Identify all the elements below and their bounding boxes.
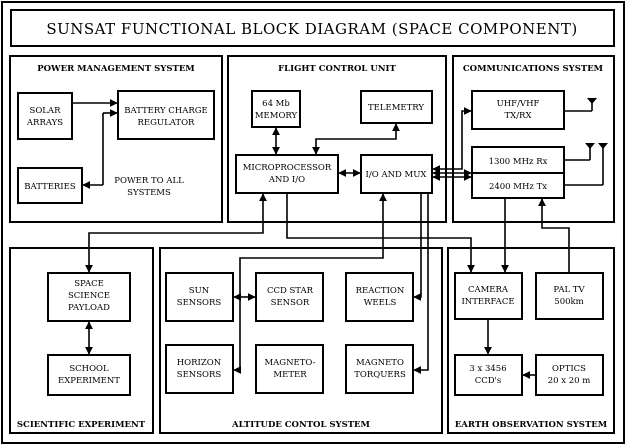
solar-arrays-block: SOLAR ARRAYS: [17, 92, 73, 140]
battery-charge-regulator-block: BATTERY CHARGE REGULATOR: [117, 90, 215, 140]
svg-text:MAGNETO: MAGNETO: [356, 358, 404, 368]
optics-block: OPTICS 20 x 20 m: [535, 354, 604, 396]
io-mux-block: I/O AND MUX: [360, 154, 433, 194]
school-experiment-block: SCHOOL EXPERIMENT: [47, 354, 131, 396]
svg-text:WEELS: WEELS: [364, 298, 397, 308]
svg-text:SENSORS: SENSORS: [177, 298, 222, 308]
svg-text:AND I/O: AND I/O: [268, 175, 305, 185]
svg-text:HORIZON: HORIZON: [177, 358, 222, 368]
svg-text:I/O AND MUX: I/O AND MUX: [366, 170, 428, 180]
flight-control-connections: [272, 107, 472, 181]
svg-text:BATTERY CHARGE: BATTERY CHARGE: [124, 106, 208, 116]
title-box: [10, 9, 615, 47]
diagram-title: SUNSAT FUNCTIONAL BLOCK DIAGRAM (SPACE C…: [46, 20, 577, 38]
pal-tv-block: PAL TV 500km: [535, 272, 604, 320]
power-to-all-systems-label: POWER TO ALL SYSTEMS: [114, 176, 184, 198]
svg-text:PAL TV: PAL TV: [553, 285, 585, 295]
svg-text:PAYLOAD: PAYLOAD: [68, 303, 110, 313]
scientific-experiment-header: SCIENTIFIC EXPERIMENT: [17, 420, 146, 430]
earth-observation-connections: [286, 194, 570, 379]
svg-text:SENSOR: SENSOR: [271, 298, 310, 308]
svg-text:UHF/VHF: UHF/VHF: [497, 99, 540, 109]
magnetotorquers-block: MAGNETO TORQUERS: [345, 344, 414, 394]
ccds-block: 3 x 3456 CCD's: [454, 354, 523, 396]
svg-text:500km: 500km: [554, 297, 583, 307]
attitude-connections: [233, 193, 429, 374]
tx-2400-block: 2400 MHz Tx: [471, 172, 565, 199]
svg-text:3 x 3456: 3 x 3456: [469, 364, 506, 374]
communications-header: COMMUNICATIONS SYSTEM: [463, 64, 604, 74]
svg-text:EXPERIMENT: EXPERIMENT: [58, 376, 120, 386]
horizon-sensors-block: HORIZON SENSORS: [165, 344, 234, 394]
svg-text:SCHOOL: SCHOOL: [69, 364, 109, 374]
antenna-icon: [564, 143, 608, 186]
batteries-block: BATTERIES: [17, 167, 83, 204]
svg-text:MAGNETO-: MAGNETO-: [264, 358, 315, 368]
flight-control-unit-header: FLIGHT CONTROL UNIT: [278, 64, 396, 74]
microprocessor-block: MICROPROCESSOR AND I/O: [235, 154, 339, 194]
svg-text:TORQUERS: TORQUERS: [354, 370, 406, 380]
antenna-icon: [564, 98, 597, 112]
svg-text:POWER TO ALL: POWER TO ALL: [114, 176, 184, 186]
reaction-wheels-block: REACTION WEELS: [345, 272, 414, 322]
svg-text:SOLAR: SOLAR: [30, 106, 62, 116]
svg-text:MEMORY: MEMORY: [255, 111, 298, 121]
svg-text:BATTERIES: BATTERIES: [24, 182, 76, 192]
rx-1300-block: 1300 MHz Rx: [471, 146, 565, 174]
svg-text:TX/RX: TX/RX: [504, 111, 532, 121]
antenna-icon: [564, 143, 595, 161]
sun-sensors-block: SUN SENSORS: [165, 272, 234, 322]
svg-text:REGULATOR: REGULATOR: [138, 118, 196, 128]
svg-text:SPACE: SPACE: [74, 279, 104, 289]
svg-text:SCIENCE: SCIENCE: [68, 291, 110, 301]
svg-text:1300 MHz Rx: 1300 MHz Rx: [489, 157, 548, 167]
svg-text:METER: METER: [273, 370, 307, 380]
svg-text:20 x 20 m: 20 x 20 m: [548, 376, 591, 386]
svg-text:64 Mb: 64 Mb: [262, 99, 290, 109]
memory-block: 64 Mb MEMORY: [251, 90, 301, 128]
camera-interface-block: CAMERA INTERFACE: [454, 272, 523, 320]
svg-text:TELEMETRY: TELEMETRY: [368, 103, 424, 113]
ccd-star-sensor-block: CCD STAR SENSOR: [255, 272, 324, 322]
attitude-control-header: ALTITUDE CONTOL SYSTEM: [231, 420, 370, 430]
earth-observation-header: EARTH OBSERVATION SYSTEM: [455, 420, 608, 430]
svg-text:SUN: SUN: [189, 286, 210, 296]
svg-text:OPTICS: OPTICS: [552, 364, 586, 374]
power-management-header: POWER MANAGEMENT SYSTEM: [37, 64, 195, 74]
svg-text:2400 MHz Tx: 2400 MHz Tx: [489, 182, 547, 192]
svg-text:ARRAYS: ARRAYS: [26, 118, 63, 128]
svg-text:INTERFACE: INTERFACE: [461, 297, 514, 307]
svg-text:CCD's: CCD's: [475, 376, 502, 386]
uhf-vhf-block: UHF/VHF TX/RX: [471, 90, 565, 130]
svg-text:REACTION: REACTION: [356, 286, 405, 296]
svg-text:SENSORS: SENSORS: [177, 370, 222, 380]
power-connections: [72, 99, 118, 189]
svg-text:CCD STAR: CCD STAR: [267, 286, 314, 296]
space-science-payload-block: SPACE SCIENCE PAYLOAD: [47, 272, 131, 322]
svg-text:CAMERA: CAMERA: [468, 285, 509, 295]
svg-text:SYSTEMS: SYSTEMS: [127, 188, 171, 198]
telemetry-block: TELEMETRY: [360, 90, 433, 124]
magnetometer-block: MAGNETO- METER: [255, 344, 324, 394]
svg-text:MICROPROCESSOR: MICROPROCESSOR: [243, 163, 332, 173]
